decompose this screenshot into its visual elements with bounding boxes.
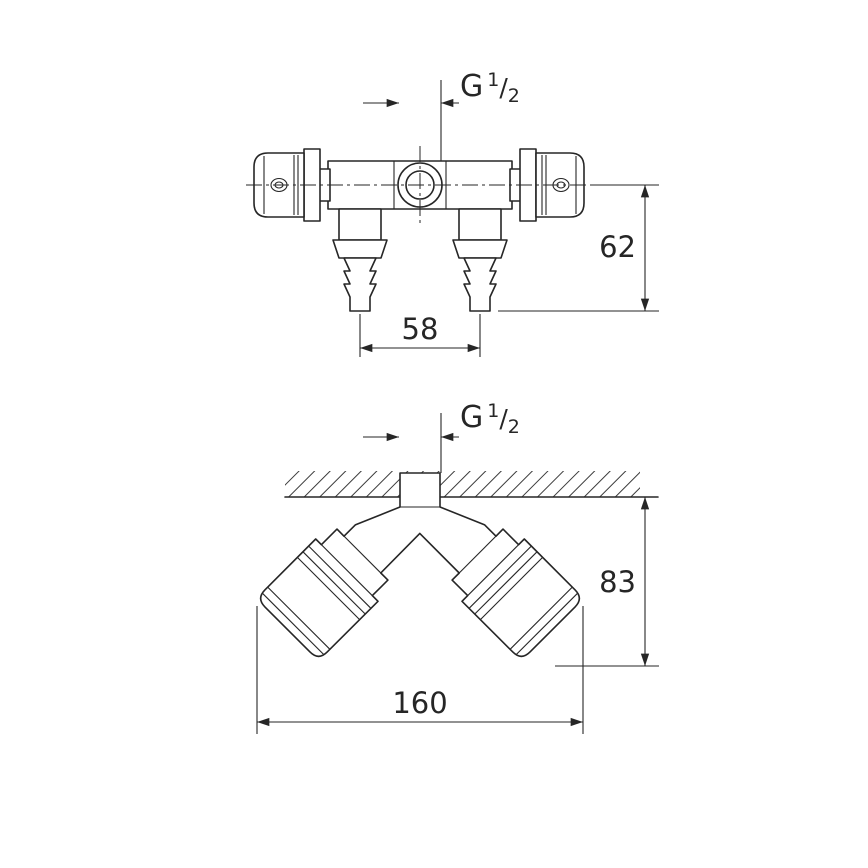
front-height-dimension: 62 xyxy=(498,184,659,312)
valve-silhouette xyxy=(259,472,581,658)
right-outlet xyxy=(452,208,508,312)
side-width-dimension: 160 xyxy=(256,606,584,734)
right-angled-cap xyxy=(468,545,579,656)
front-centerlines xyxy=(246,146,594,224)
side-depth-dimension: 83 xyxy=(555,497,659,667)
wall-hatch xyxy=(285,471,640,497)
side-width-dim-label: 160 xyxy=(392,686,447,720)
front-spacing-dim-label: 58 xyxy=(402,312,439,346)
front-spacing-dimension: 58 xyxy=(359,312,481,357)
left-cap xyxy=(253,148,331,222)
left-angled-cap xyxy=(261,545,372,656)
left-outlet xyxy=(332,208,388,312)
side-depth-dim-label: 83 xyxy=(599,565,636,599)
front-height-dim-label: 62 xyxy=(599,230,636,264)
